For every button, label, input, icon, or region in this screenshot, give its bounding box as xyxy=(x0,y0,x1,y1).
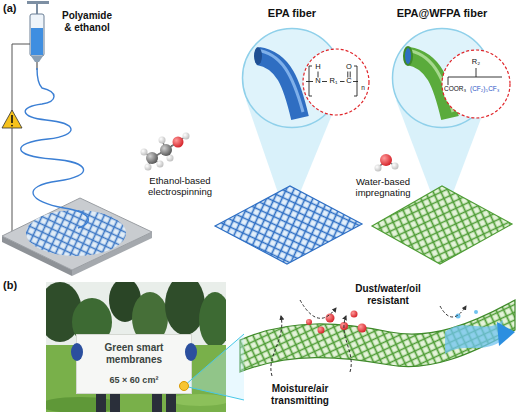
zoom-wedge xyxy=(184,334,244,400)
person-leg xyxy=(96,392,106,412)
atom-symbol: N xyxy=(314,77,322,85)
membrane-sign: Green smart membranes 65 × 60 cm² xyxy=(76,334,192,394)
fiber-zoom-circle: EPA@WFPA fiber xyxy=(392,28,492,128)
fiber-end xyxy=(254,47,262,65)
circle-border xyxy=(243,29,342,128)
hydrogen-atom xyxy=(159,137,166,144)
glove xyxy=(71,343,83,361)
dust-particle xyxy=(306,319,312,325)
ester-group: COOR₃ xyxy=(444,86,470,93)
hydrogen-atom xyxy=(183,133,190,140)
fiber-end xyxy=(404,47,412,65)
power-wire xyxy=(12,44,30,232)
process-label: Water-based impregnating xyxy=(348,177,418,199)
hydrogen-atom xyxy=(392,163,399,170)
circle-outline xyxy=(392,28,492,128)
group-symbol: R₁ xyxy=(327,77,340,85)
polymer-solution xyxy=(31,28,43,55)
flow-arrow xyxy=(497,322,515,346)
circle-outline xyxy=(242,28,342,128)
carbon-atom xyxy=(146,152,158,164)
epa-membrane xyxy=(215,186,362,264)
repel-arrow xyxy=(440,306,466,317)
group-symbol: R₂ xyxy=(469,58,483,66)
tree xyxy=(165,282,205,335)
moisture-arrow xyxy=(271,316,282,376)
collector-plate xyxy=(2,198,152,270)
zoom-ground xyxy=(242,28,342,128)
ethanol-molecule xyxy=(141,133,190,171)
structure-zoom xyxy=(442,50,510,118)
atom-symbol: C xyxy=(345,77,353,85)
warning-dot xyxy=(11,125,13,127)
atom-symbol: H xyxy=(314,63,322,71)
zoom-ground xyxy=(392,28,492,128)
carbon-atom xyxy=(160,144,172,156)
water-molecule xyxy=(375,154,399,172)
dust-particle xyxy=(358,324,367,333)
fiber-highlight xyxy=(406,50,453,112)
property-label: Moisture/air transmitting xyxy=(250,383,350,406)
zoom-marker xyxy=(180,382,189,391)
membrane-band xyxy=(240,300,515,372)
moisture-arrow xyxy=(344,316,351,372)
repeat-index: n xyxy=(360,85,366,92)
fiber-title: EPA fiber xyxy=(217,7,367,20)
glove xyxy=(185,343,197,361)
zoom-line xyxy=(184,334,244,386)
water-drop xyxy=(474,310,478,314)
property-label: Dust/water/oil resistant xyxy=(345,283,431,306)
plunger-handle xyxy=(27,1,49,4)
person-leg xyxy=(166,392,176,412)
dust-particle xyxy=(351,311,358,318)
fiber-highlight xyxy=(256,50,303,112)
process-label: Ethanol-based electrospinning xyxy=(138,176,222,198)
dust-particle xyxy=(318,327,325,334)
sign-text: Green smart membranes xyxy=(81,342,187,367)
person-leg xyxy=(152,392,162,412)
hydrogen-atom xyxy=(141,149,148,156)
grass-patch xyxy=(170,394,226,406)
repeat-bracket xyxy=(309,66,357,96)
warning-mark xyxy=(11,115,13,123)
panel-label: (a) xyxy=(3,2,27,15)
high-voltage-sign xyxy=(2,110,22,128)
zoom-line xyxy=(184,386,244,400)
hydrogen-atom xyxy=(145,164,152,171)
circle-border xyxy=(393,29,492,128)
hydrogen-atom xyxy=(157,161,164,168)
fiber-zoom-circle: EPA fiber xyxy=(242,28,342,128)
coated-fiber-figure xyxy=(404,47,453,118)
sign-text: 65 × 60 cm² xyxy=(110,375,159,386)
structure-zoom xyxy=(303,49,369,115)
atom-symbol: O xyxy=(345,63,353,71)
dust-particle xyxy=(326,314,335,323)
tree xyxy=(199,292,226,348)
bond xyxy=(144,136,186,167)
epa-fiber-figure xyxy=(254,47,303,118)
grass-patch xyxy=(46,397,120,412)
panel-label: (b) xyxy=(3,279,27,292)
oxygen-atom xyxy=(380,154,392,166)
syringe-tip xyxy=(31,56,43,62)
syringe-barrel xyxy=(30,14,44,56)
hydrogen-atom xyxy=(375,165,382,172)
photo xyxy=(46,282,226,412)
repel-arrow xyxy=(300,300,336,318)
fiber-title: EPA@WFPA fiber xyxy=(367,7,517,20)
oxygen-atom xyxy=(173,137,184,148)
water-splash xyxy=(445,320,503,354)
fluoro-chain: (CF₂)₅CF₃ xyxy=(470,86,508,93)
person-leg xyxy=(110,392,120,412)
chemical-bond xyxy=(448,68,502,85)
epa-mesh-deposit xyxy=(26,210,126,256)
electrospinning-jet xyxy=(21,68,89,228)
material-label: Polyamide & ethanol xyxy=(58,10,116,33)
